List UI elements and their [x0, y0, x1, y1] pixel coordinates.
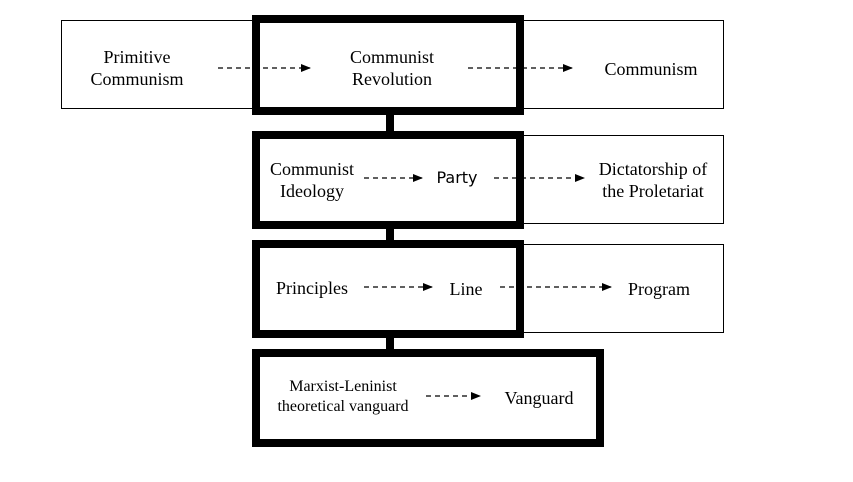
row3-left-label: Principles [262, 277, 362, 299]
row3-bold-box [252, 240, 524, 338]
row2-right-line1: Dictatorship of [598, 159, 708, 179]
connector-3-4 [386, 336, 394, 352]
row1-center-line1: Communist [349, 47, 434, 67]
row1-left-line2: Communism [90, 69, 184, 89]
row4-center-line1: Vanguard [504, 388, 574, 408]
row4-center-label: Vanguard [492, 387, 586, 409]
row1-center-label: Communist Revolution [322, 46, 462, 90]
row1-right-label: Communism [581, 58, 721, 80]
row4-left-line2: theoretical vanguard [277, 398, 409, 415]
row2-right-label: Dictatorship of the Proletariat [586, 158, 720, 202]
row3-right-line1: Program [628, 279, 690, 299]
row2-center-label: Party [424, 167, 490, 189]
row2-right-line2: the Proletariat [602, 181, 704, 201]
row1-left-label: Primitive Communism [72, 46, 202, 90]
connector-2-3 [386, 227, 394, 243]
row4-left-line1: Marxist-Leninist [289, 378, 397, 395]
row3-left-line1: Principles [276, 278, 348, 298]
row3-center-line1: Line [449, 279, 483, 299]
row4-bold-box [252, 349, 604, 447]
row3-center-label: Line [434, 278, 498, 300]
row1-right-line1: Communism [604, 59, 698, 79]
row2-left-line1: Communist [269, 159, 354, 179]
row2-left-label: Communist Ideology [260, 158, 364, 202]
row2-bold-box [252, 131, 524, 229]
row1-bold-box [252, 15, 524, 115]
connector-1-2 [386, 113, 394, 133]
row4-left-label: Marxist-Leninist theoretical vanguard [262, 377, 424, 417]
row3-right-label: Program [604, 278, 714, 300]
row1-left-line1: Primitive [103, 47, 171, 67]
row1-center-line2: Revolution [352, 69, 432, 89]
row2-center-line1: Party [436, 168, 478, 187]
row2-left-line2: Ideology [280, 181, 344, 201]
row2-outer-box [518, 135, 724, 224]
